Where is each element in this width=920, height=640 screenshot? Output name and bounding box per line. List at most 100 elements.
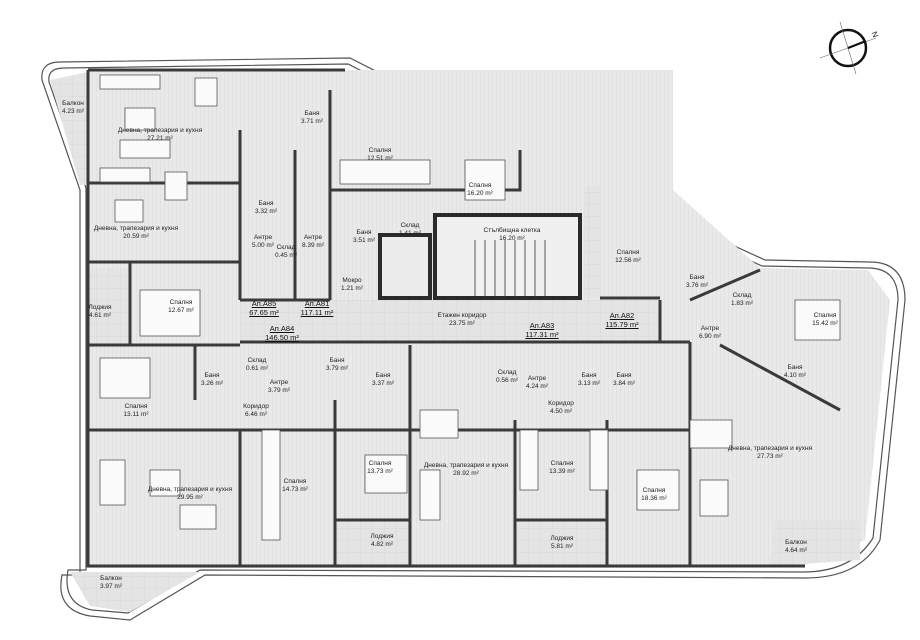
- room-name: Дневна, трапезария и кухня: [423, 462, 509, 469]
- room-name: Коридор: [243, 403, 269, 410]
- room-area: 3.71 m²: [300, 118, 324, 125]
- room-name: Балкон: [785, 539, 807, 546]
- room-name: Дневна, трапезария и кухня: [727, 445, 813, 452]
- room-name: Стълбищна клетка: [483, 227, 541, 234]
- apartment-name: Ап.А85: [251, 299, 277, 308]
- room-area: 5.00 m²: [251, 242, 275, 249]
- room-name: Антре: [700, 325, 720, 332]
- room-floors: [50, 70, 890, 612]
- room-area: 1.83 m²: [730, 300, 754, 307]
- room-area: 3.37 m²: [371, 380, 395, 387]
- room-area: 13.73 m²: [367, 468, 393, 475]
- room-name: Антре: [253, 234, 273, 241]
- room-name: Етажен коридор: [437, 312, 487, 319]
- apartment-area: 67.65 m²: [249, 308, 279, 317]
- room-area: 29.95 m²: [177, 494, 203, 501]
- apartment-name: Ап.А83: [529, 321, 555, 330]
- room-name: Спалня: [124, 403, 148, 410]
- apartment-name: Ап.А82: [609, 311, 635, 320]
- room-name: Баня: [787, 364, 803, 371]
- room-area: 16.20 m²: [467, 190, 493, 197]
- room-name: Спалня: [550, 460, 574, 467]
- room-name: Коридор: [548, 400, 574, 407]
- room-name: Лоджия: [550, 535, 574, 542]
- room-area: 28.92 m²: [453, 470, 479, 477]
- room-area: 8.39 m²: [301, 242, 325, 249]
- apartment-area: 117.11 m²: [300, 308, 334, 317]
- room-area: 1.41 m²: [398, 230, 422, 237]
- room-name: Баня: [356, 229, 372, 236]
- room-area: 13.11 m²: [123, 411, 149, 418]
- room-name: Мокро: [342, 277, 362, 284]
- room-area: 14.73 m²: [282, 486, 308, 493]
- room-area: 4.23 m²: [61, 108, 85, 115]
- room-name: Баня: [616, 372, 632, 379]
- room-name: Склад: [276, 244, 296, 251]
- room-name: Дневна, трапезария и кухня: [93, 225, 179, 232]
- room-name: Балкон: [62, 100, 84, 107]
- building-outline: [41, 57, 906, 621]
- room-name: Балкон: [100, 575, 122, 582]
- room-name: Баня: [375, 372, 391, 379]
- apartment-area: 115.79 m²: [605, 320, 639, 329]
- room-name: Спалня: [169, 299, 193, 306]
- room-area: 15.42 m²: [812, 320, 838, 327]
- room-area: 4.10 m²: [783, 372, 807, 379]
- room-area: 20.59 m²: [123, 233, 149, 240]
- room-area: 0.61 m²: [245, 365, 269, 372]
- room-name: Баня: [204, 372, 220, 379]
- room-area: 4.50 m²: [549, 408, 573, 415]
- room-area: 1.21 m²: [340, 285, 364, 292]
- room-name: Склад: [400, 222, 420, 229]
- room-area: 3.51 m²: [352, 237, 376, 244]
- room-area: 12.51 m²: [367, 155, 393, 162]
- room-area: 4.24 m²: [525, 383, 549, 390]
- compass-icon: [819, 21, 877, 75]
- room-area: 18.36 m²: [641, 495, 667, 502]
- room-name: Антре: [269, 379, 289, 386]
- room-name: Антре: [527, 375, 547, 382]
- room-name: Спалня: [368, 460, 392, 467]
- room-area: 4.61 m²: [88, 312, 112, 319]
- room-area: 3.32 m²: [254, 208, 278, 215]
- room-area: 16.20 m²: [499, 235, 525, 242]
- room-name: Спалня: [368, 147, 392, 154]
- room-area: 12.67 m²: [168, 307, 194, 314]
- room-area: 4.64 m²: [784, 547, 808, 554]
- room-area: 23.75 m²: [449, 320, 475, 327]
- stairwell: [378, 213, 582, 300]
- room-name: Лоджия: [88, 304, 112, 311]
